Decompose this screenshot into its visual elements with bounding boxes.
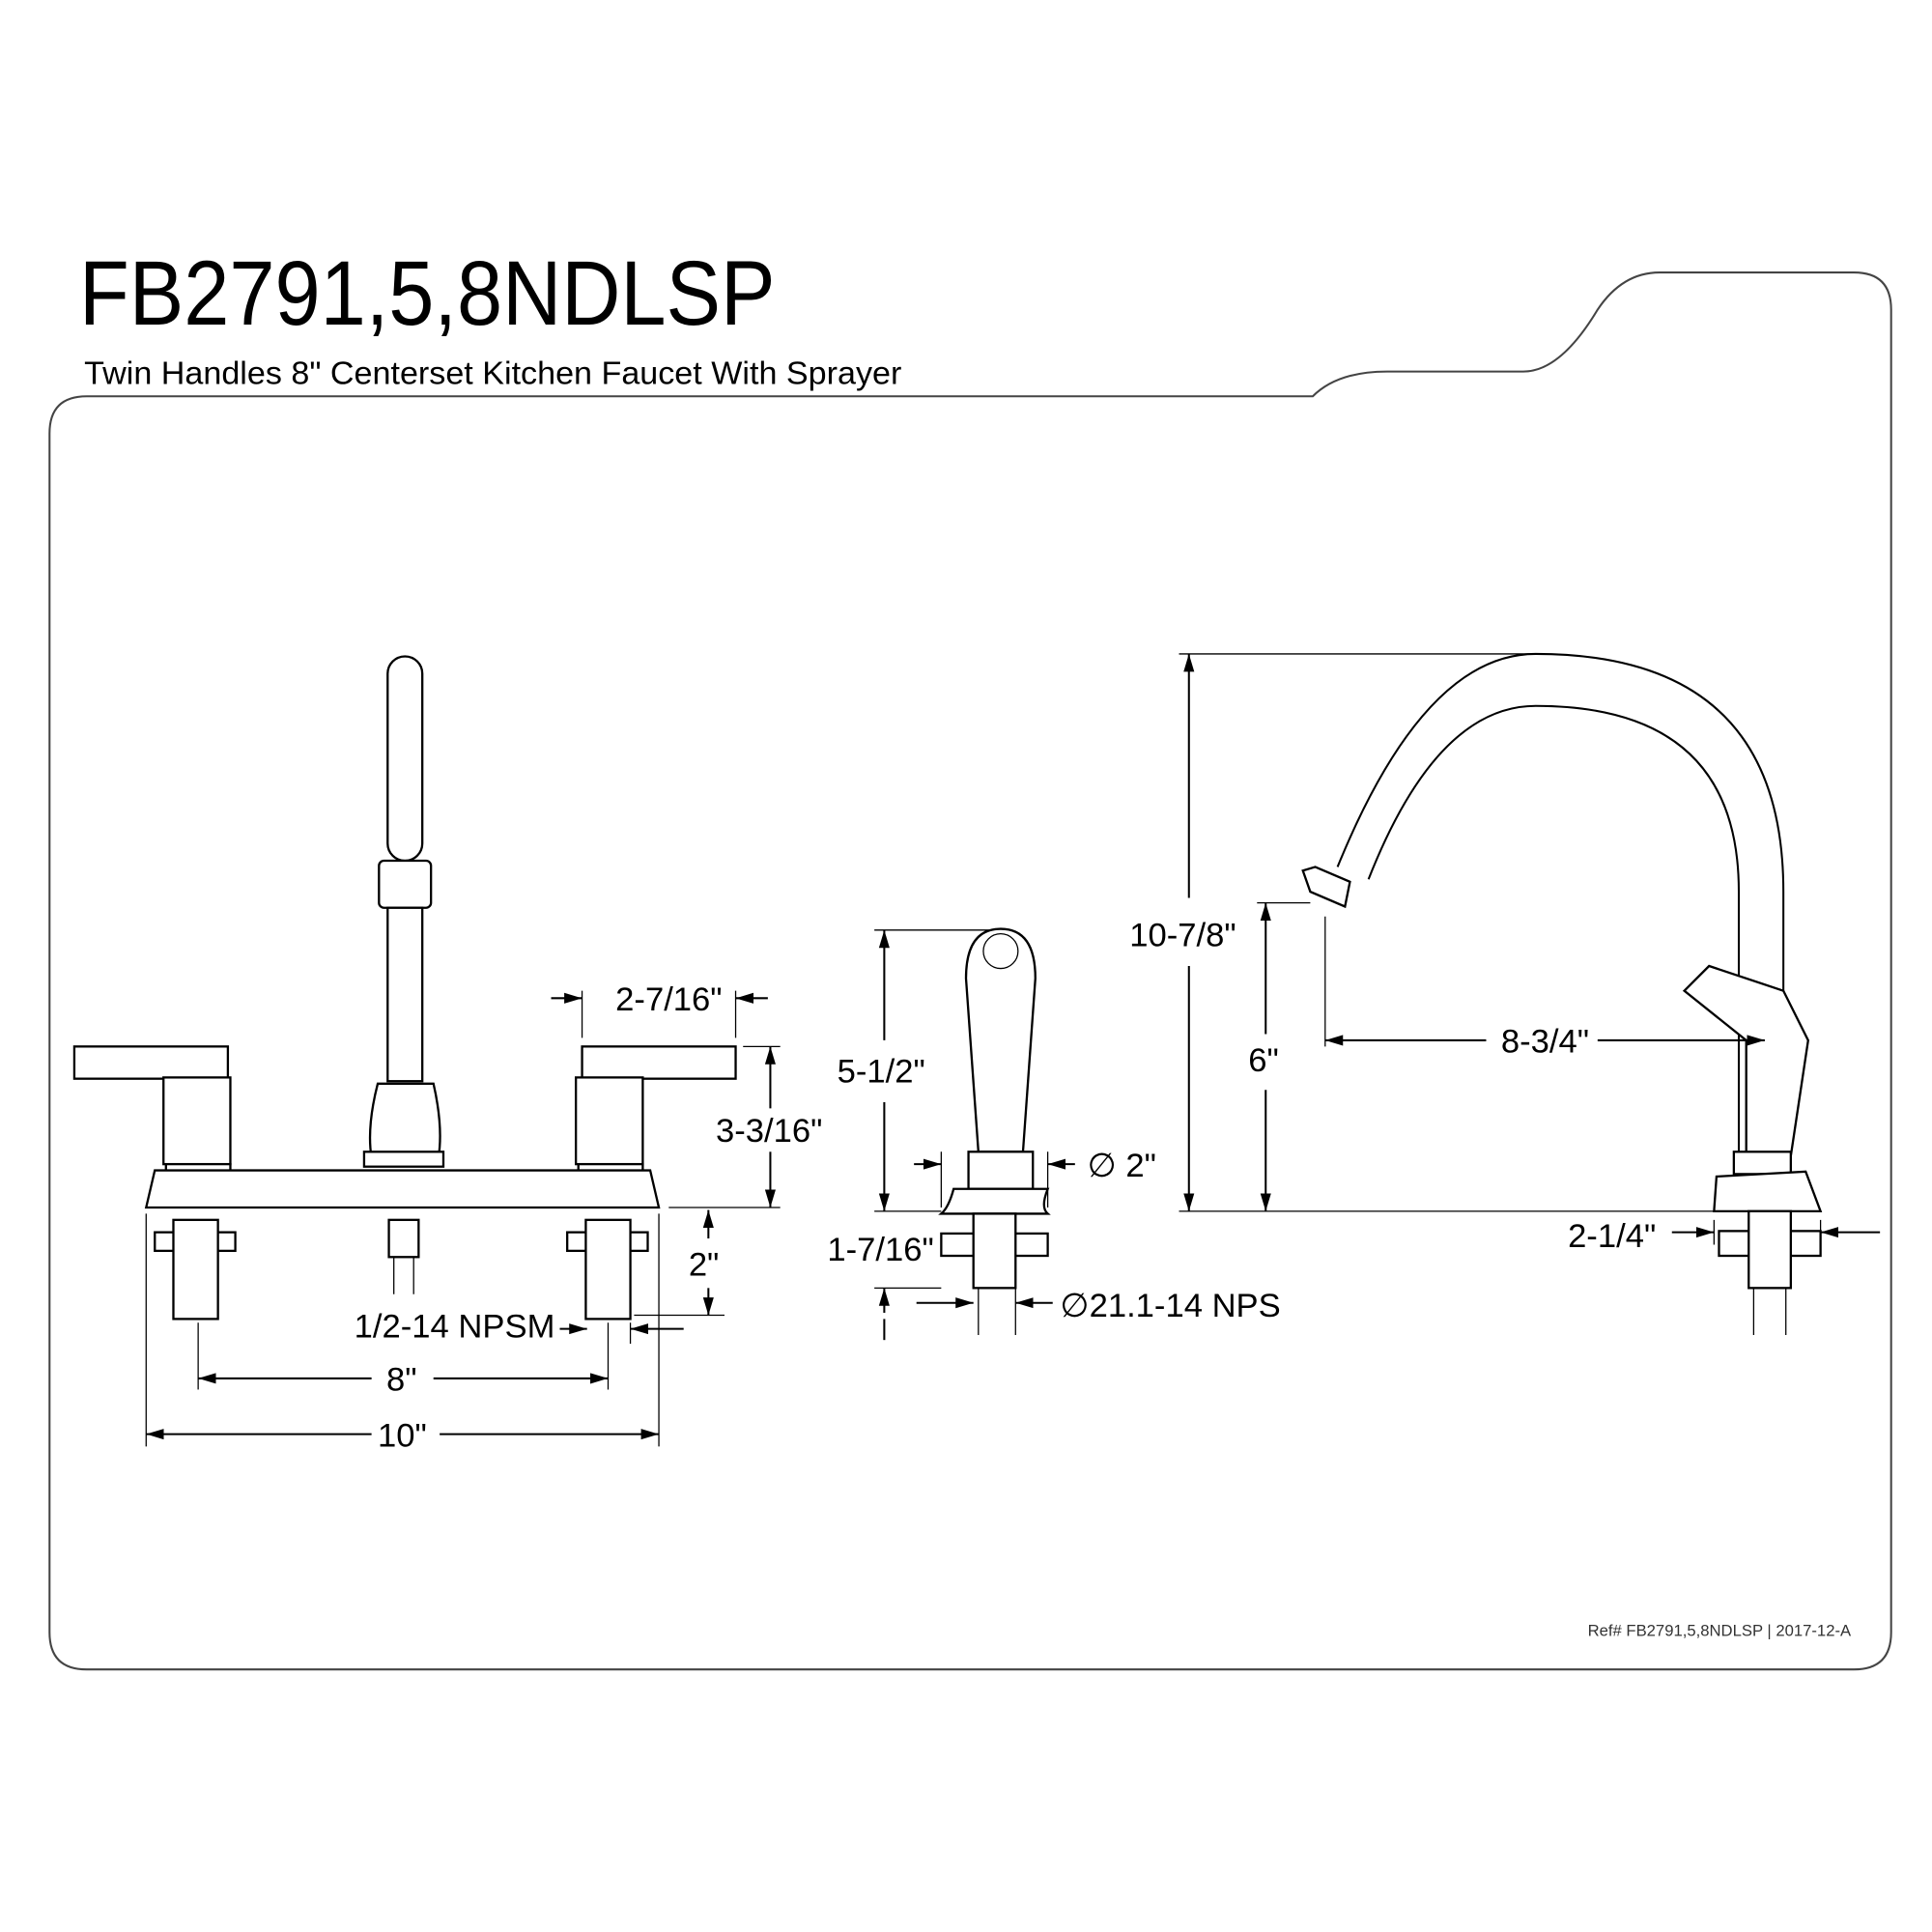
dim-sprayer-height: 5-1/2" [838, 1054, 925, 1091]
drawing-frame [48, 271, 1892, 1671]
front-dimensions: 2-7/16" 3-3/16" 2" 1/2-14 NPSM 8" 10" [145, 981, 822, 1454]
dim-thread: 1/2-14 NPSM [355, 1309, 555, 1346]
dim-center-spread: 8" [386, 1362, 417, 1399]
sprayer-dimensions: 5-1/2" ∅ 2" 1-7/16" ∅21.1-14 NPS [827, 929, 1281, 1341]
dim-spout-reach: 8-3/4" [1501, 1024, 1589, 1061]
reference-label: Ref# FB2791,5,8NDLSP | 2017-12-A [1588, 1622, 1852, 1640]
sprayer-view [938, 927, 1051, 1336]
dim-spout-clearance: 6" [1248, 1042, 1279, 1079]
page-title: FB2791,5,8NDLSP [79, 242, 776, 345]
dim-overall-width: 10" [378, 1417, 427, 1454]
faucet-side-view [1301, 652, 1823, 1336]
dim-sprayer-shank: 1-7/16" [827, 1232, 933, 1268]
page-subtitle: Twin Handles 8" Centerset Kitchen Faucet… [84, 355, 901, 391]
dim-overall-height: 10-7/8" [1129, 917, 1236, 953]
faucet-front-view [72, 655, 737, 1321]
dim-base-depth: 2-1/4" [1568, 1218, 1656, 1255]
dim-sprayer-thread: ∅21.1-14 NPS [1060, 1288, 1280, 1324]
dim-handle-width: 2-7/16" [615, 981, 722, 1018]
side-dimensions: 10-7/8" 6" 8-3/4" 2-1/4" [1129, 653, 1881, 1255]
dim-handle-height: 3-3/16" [716, 1113, 822, 1150]
dim-sprayer-base-diameter: ∅ 2" [1088, 1148, 1156, 1184]
dim-shank-length: 2" [689, 1247, 720, 1284]
